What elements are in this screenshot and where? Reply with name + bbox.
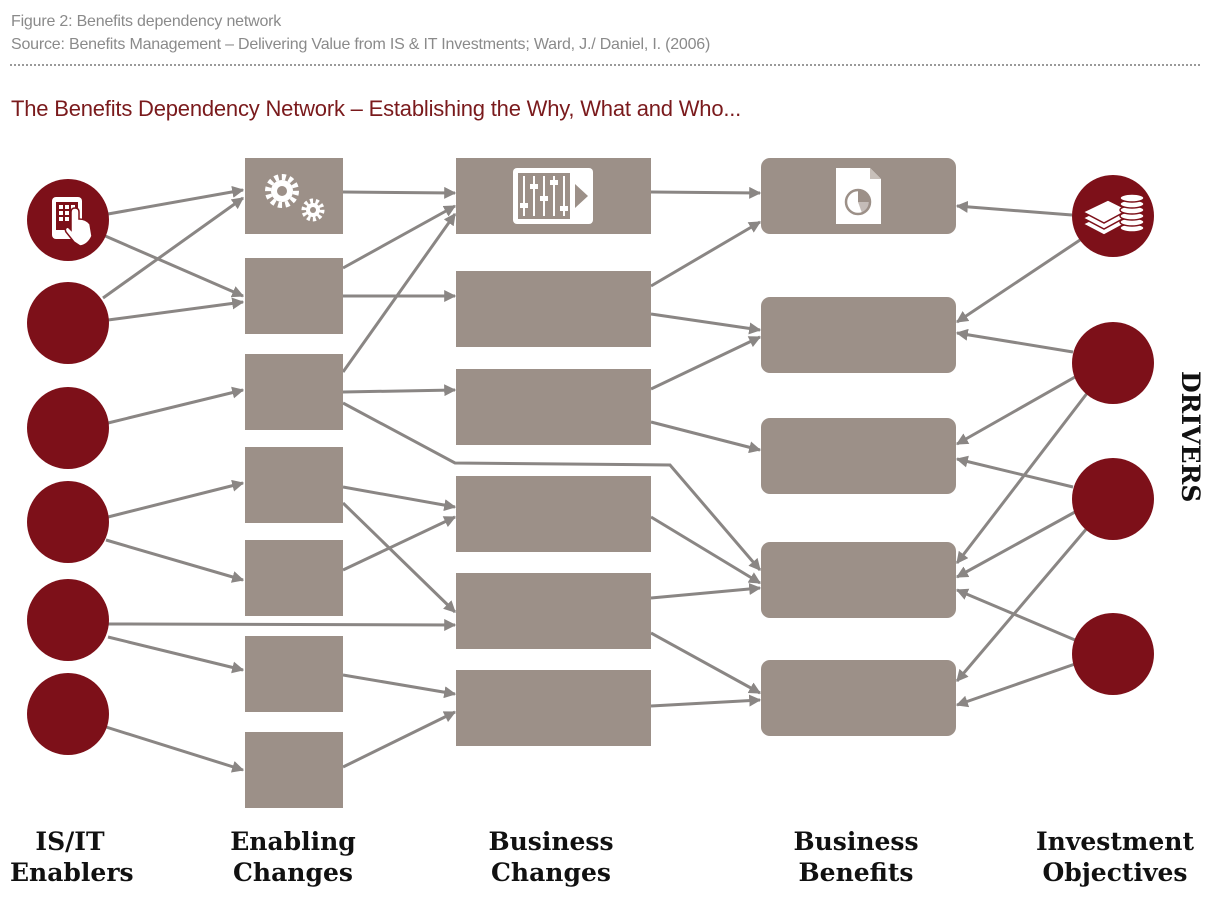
arrow [107,386,245,425]
business-benefit-node [761,418,956,494]
business-benefit-node [761,297,956,373]
arrow [955,328,1074,354]
arrow [955,510,1076,579]
arrow [650,312,762,335]
touch-tablet-icon [52,197,93,247]
arrow [105,725,245,773]
enabler-node [27,579,109,661]
business-change-node [456,573,651,649]
column-label-business-changes: Business Changes [488,827,614,887]
arrow [955,526,1090,682]
column-label-investment-objectives: Investment Objectives [1035,827,1194,887]
sliders-icon [513,168,593,224]
arrow [650,631,762,695]
objective-node [1072,322,1154,404]
arrow [342,186,457,199]
arrow [342,515,457,572]
arrow [341,213,457,373]
business-change-node [456,271,651,347]
enabler-node [27,282,109,364]
arrow [955,200,1073,217]
enablers-column [27,179,109,755]
money-stack-icon [1081,193,1145,236]
enabling-change-node [245,447,343,523]
enabler-node [27,481,109,563]
arrow [107,185,245,216]
arrow [342,673,457,699]
enabling-changes-column [245,158,343,808]
arrow [650,335,762,391]
dotted-divider [10,64,1200,66]
investment-objectives-column [1072,175,1154,695]
column-label-business-benefits: Business Benefits [793,827,919,887]
business-change-node [456,369,651,445]
enabling-change-node [245,636,343,712]
enabling-change-node [245,540,343,616]
arrow [107,618,457,631]
arrow [955,455,1074,489]
arrows [102,185,1090,773]
enabling-change-node [245,258,343,334]
arrow [650,420,762,454]
business-benefit-node [761,542,956,618]
arrow [107,635,245,674]
arrow [955,588,1076,642]
arrow [956,238,1081,324]
arrow [342,401,762,571]
business-change-node [456,476,651,552]
objective-node [1072,613,1154,695]
arrow [102,196,244,300]
arrow [650,220,762,288]
gears-icon [265,174,325,222]
enabling-change-node [245,354,343,430]
drivers-label: DRIVERS [1176,371,1205,503]
enabler-node [27,673,109,755]
arrow [107,479,245,519]
arrow [650,583,762,600]
arrow [342,384,457,397]
arrow [105,538,245,583]
report-chart-icon [836,168,881,224]
arrow [342,485,457,512]
arrow [955,375,1076,446]
arrow [107,297,245,322]
column-label-enabling-changes: Enabling Changes [230,827,356,887]
enabling-change-node [245,732,343,808]
arrow [955,391,1090,564]
business-change-node [456,670,651,746]
arrow [341,501,457,614]
column-label-enablers: IS/IT Enablers [10,827,134,887]
arrow [650,515,762,585]
arrow [650,186,762,199]
diagram-title: The Benefits Dependency Network – Establ… [11,96,742,121]
figure-source: Source: Benefits Management – Delivering… [11,36,711,53]
enabling-change-node [245,158,343,234]
arrow [342,204,457,270]
arrow [102,233,245,298]
figure-caption: Figure 2: Benefits dependency network [11,13,282,30]
business-changes-column [456,158,651,746]
arrow [650,694,762,708]
objective-node [1072,458,1154,540]
enabler-node [27,387,109,469]
arrow [955,662,1076,708]
arrow [342,710,457,769]
business-benefits-column [761,158,956,736]
business-benefit-node [761,660,956,736]
